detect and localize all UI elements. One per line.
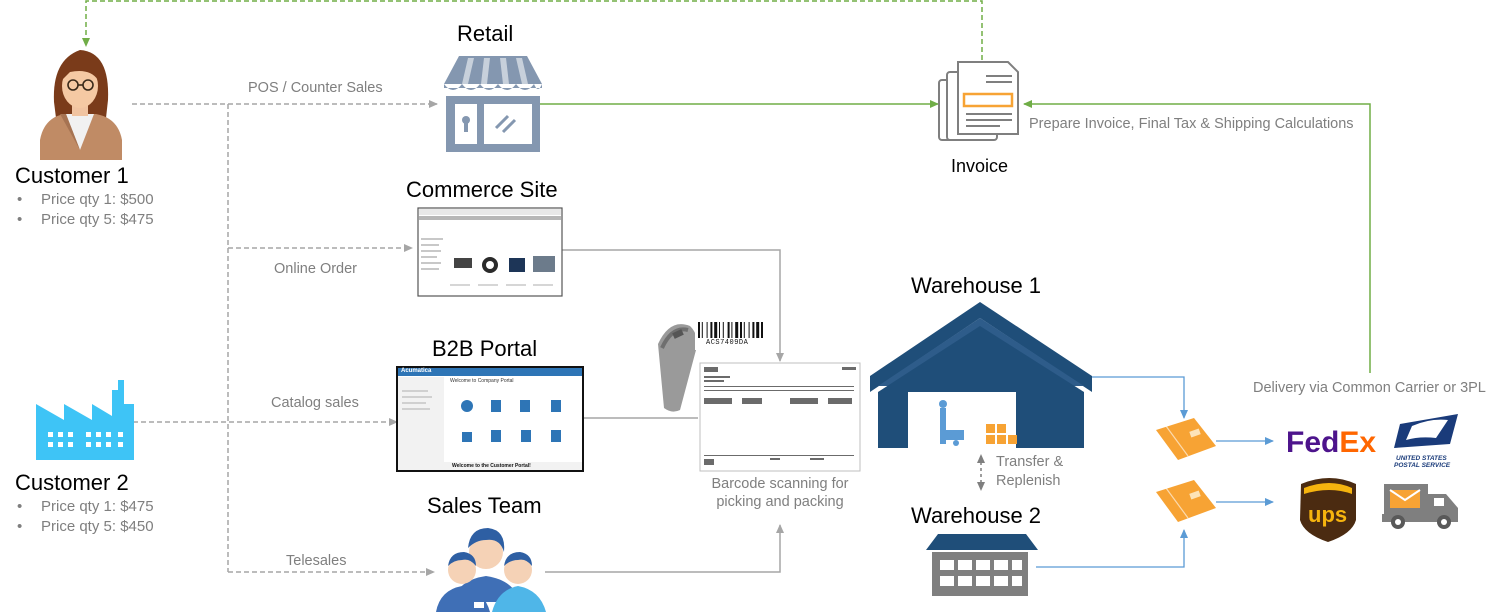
customer2-name: Customer 2 <box>15 470 129 495</box>
barcode-stripe <box>710 322 713 338</box>
delivery-label: Delivery via Common Carrier or 3PL <box>1253 380 1486 396</box>
barcode-stripe <box>701 322 703 338</box>
sales-team-people-icon <box>436 528 546 612</box>
retail-store-icon <box>444 56 542 152</box>
warehouse1-title: Warehouse 1 <box>911 273 1042 298</box>
customer2-factory-icon <box>36 380 134 460</box>
commerce-site-screenshot <box>417 207 563 297</box>
barcode-stripe <box>698 322 700 338</box>
customer1-price-list: Price qty 1: $500 Price qty 5: $475 <box>15 190 154 230</box>
warehouse2-building-icon <box>926 534 1038 596</box>
b2b-portal-title: B2B Portal <box>432 336 538 361</box>
catalog-sales-label: Catalog sales <box>271 395 359 411</box>
packing-slip-document <box>699 362 861 472</box>
transfer-line2: Replenish <box>996 473 1061 489</box>
customer2-price-list: Price qty 1: $475 Price qty 5: $450 <box>15 497 154 537</box>
invoice-title: Invoice <box>951 156 1009 176</box>
customer1-name: Customer 1 <box>15 163 129 188</box>
barcode-stripe <box>706 322 708 338</box>
usps-logo: UNITED STATES POSTAL SERVICE <box>1394 414 1458 469</box>
customer2-price-qty1: Price qty 1: $475 <box>15 497 154 517</box>
barcode-scanner-icon <box>658 324 698 412</box>
parcel-box-icon <box>1156 418 1216 460</box>
barcode-stripe <box>731 322 733 338</box>
invoice-to-customer-dashed <box>82 0 983 60</box>
pos-flow-label: POS / Counter Sales <box>248 80 383 96</box>
transfer-line1: Transfer & <box>996 454 1064 470</box>
warehouse2-to-box-arrow <box>1036 529 1188 568</box>
parcel-box-icon-2 <box>1156 480 1216 522</box>
commerce-site-title: Commerce Site <box>406 177 558 202</box>
telesales-label: Telesales <box>286 553 347 569</box>
retail-title: Retail <box>457 21 514 46</box>
barcode-stripe <box>735 322 739 338</box>
warehouse1-building-icon <box>870 302 1092 448</box>
invoice-flow-label: Prepare Invoice, Final Tax & Shipping Ca… <box>1029 116 1354 132</box>
barcode-caption-line2: picking and packing <box>716 494 844 510</box>
connectors <box>82 0 1371 576</box>
commerce-to-barcode-line <box>562 249 784 362</box>
customer2-price-qty5: Price qty 5: $450 <box>15 517 154 537</box>
barcode-label <box>695 322 775 350</box>
ups-logo: ups <box>1300 478 1356 542</box>
transfer-replenish-label: Transfer & Replenish <box>996 453 1063 491</box>
sales-team-title: Sales Team <box>427 493 542 518</box>
barcode-stripe <box>722 322 724 338</box>
b2b-portal-screenshot <box>396 366 584 472</box>
barcode-stripe <box>727 322 730 338</box>
svg-text:ups: ups <box>1308 502 1347 527</box>
delivery-truck-icon <box>1382 484 1458 529</box>
delivery-to-invoice-arrow <box>1023 100 1371 373</box>
barcode-stripe <box>761 322 763 338</box>
invoice-document-icon <box>938 61 1019 141</box>
barcode-stripe <box>752 322 755 338</box>
portal-brand-text: Acumatica <box>401 368 432 374</box>
barcode-stripe <box>743 322 745 338</box>
warehouse1-to-box-arrow <box>1092 376 1188 419</box>
barcode-stripe <box>756 322 760 338</box>
online-order-label: Online Order <box>274 261 358 277</box>
barcode-stripe <box>740 322 742 338</box>
fedex-logo: FedEx <box>1286 426 1376 459</box>
portal-welcome-text: Welcome to Company Portal <box>450 378 514 384</box>
portal-footer-text: Welcome to the Customer Portal! <box>452 463 531 469</box>
barcode-caption-line1: Barcode scanning for <box>711 476 849 492</box>
customer1-woman-icon <box>40 50 122 160</box>
svg-text:FedEx: FedEx <box>1286 426 1376 459</box>
svg-text:UNITED STATES: UNITED STATES <box>1396 455 1447 462</box>
barcode-code-text: ACS7409DA <box>706 339 749 347</box>
customer1-price-qty5: Price qty 5: $475 <box>15 210 154 230</box>
barcode-stripe <box>748 322 750 338</box>
warehouse2-title: Warehouse 2 <box>911 503 1042 528</box>
barcode-stripe <box>714 322 718 338</box>
barcode-caption: Barcode scanning for picking and packing <box>700 475 860 511</box>
customer1-price-qty1: Price qty 1: $500 <box>15 190 154 210</box>
svg-text:POSTAL SERVICE: POSTAL SERVICE <box>1394 462 1451 469</box>
sales-to-barcode-line <box>545 524 784 573</box>
barcode-stripe <box>719 322 720 338</box>
